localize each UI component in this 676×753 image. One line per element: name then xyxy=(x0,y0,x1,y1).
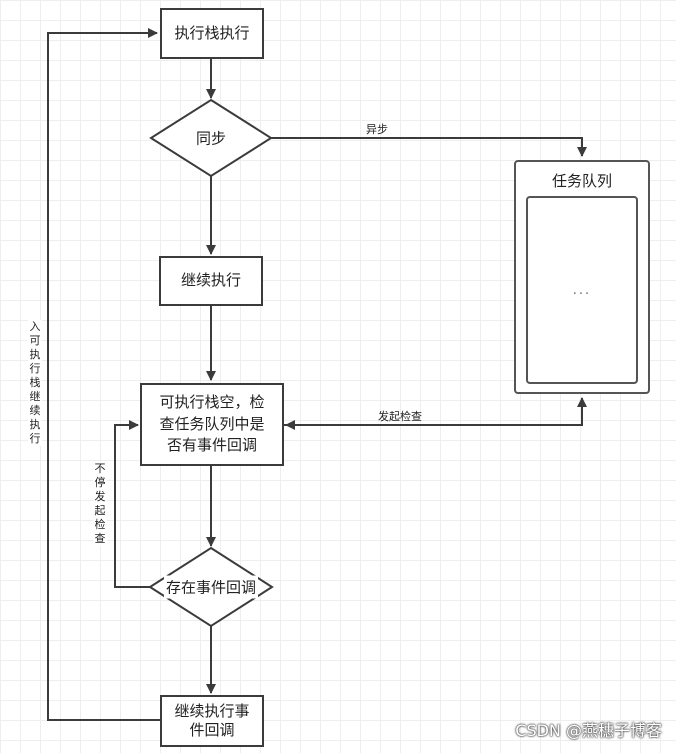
check-queue-line-1: 可执行栈空，检 xyxy=(159,392,265,411)
edge-async xyxy=(271,137,587,157)
exists-decision-label: 存在事件回调 xyxy=(163,575,259,599)
continue-event-line-1: 继续执行事 xyxy=(174,701,250,720)
task-queue-placeholder: ... xyxy=(572,282,592,298)
edge-keep-checking xyxy=(114,420,152,588)
edge-reenter-stack xyxy=(47,28,160,721)
check-queue-line-2: 查任务队列中是 xyxy=(159,414,265,433)
async-edge-label: 异步 xyxy=(366,123,388,136)
continue-event-line-2: 件回调 xyxy=(189,721,235,739)
exec-stack-label: 执行栈执行 xyxy=(174,23,250,42)
edge-initiate-check xyxy=(284,397,587,426)
exec-stack-node: 执行栈执行 xyxy=(160,8,264,59)
continue-event-node: 继续执行事 件回调 xyxy=(160,695,264,747)
initiate-check-edge-label: 发起检查 xyxy=(378,410,422,423)
task-queue-container: 任务队列 ... xyxy=(514,160,650,394)
continue-exec-node: 继续执行 xyxy=(159,256,263,306)
sync-decision-label: 同步 xyxy=(193,126,229,150)
continue-exec-label: 继续执行 xyxy=(180,271,241,290)
reenter-stack-edge-label: 入可执行栈继续执行 xyxy=(28,320,42,446)
check-queue-line-3: 否有事件回调 xyxy=(166,436,257,455)
watermark: CSDN @燕穗子博客 xyxy=(515,721,662,740)
task-queue-inner: ... xyxy=(526,196,638,384)
check-queue-node: 可执行栈空，检 查任务队列中是 否有事件回调 xyxy=(140,383,284,466)
keep-checking-edge-label: 不停发起检查 xyxy=(93,462,107,546)
task-queue-title: 任务队列 xyxy=(551,172,612,190)
